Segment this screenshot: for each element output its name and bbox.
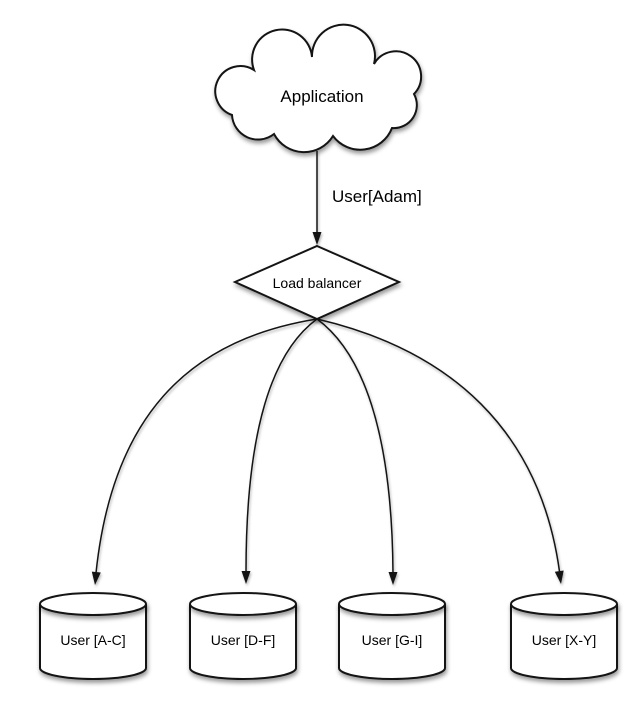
route-edge-shard-1 bbox=[91, 318, 318, 585]
arrowhead-icon bbox=[388, 572, 398, 585]
cylinder-top bbox=[39, 592, 147, 616]
route-edge-shard-2 bbox=[241, 318, 318, 584]
shard-label: User [G-I] bbox=[362, 632, 423, 648]
cylinder-shape bbox=[338, 604, 446, 680]
arrowhead-icon bbox=[91, 571, 101, 585]
shard-label: User [D-F] bbox=[211, 632, 276, 648]
route-edge-line bbox=[316, 318, 394, 574]
cylinder-top bbox=[510, 592, 618, 616]
cylinder-shape bbox=[39, 604, 147, 680]
route-edge-line bbox=[245, 318, 318, 573]
route-edge-line bbox=[316, 318, 561, 572]
load-balancer-node: Load balancer bbox=[232, 244, 402, 321]
cylinder-top bbox=[189, 592, 297, 616]
shard-label: User [A-C] bbox=[60, 632, 125, 648]
arrowhead-icon bbox=[312, 232, 322, 245]
arrowhead-icon bbox=[241, 571, 251, 584]
cloud-shape bbox=[214, 23, 423, 154]
route-edge-shard-3 bbox=[316, 318, 398, 585]
cylinder-shape bbox=[510, 604, 618, 680]
application-node: Application bbox=[214, 23, 423, 154]
shard-node-2: User [D-F] bbox=[189, 592, 297, 680]
shard-node-3: User [G-I] bbox=[338, 592, 446, 680]
request-edge-label: User[Adam] bbox=[332, 187, 422, 206]
cylinder-top bbox=[338, 592, 446, 616]
cylinder-shape bbox=[189, 604, 297, 680]
arrowhead-icon bbox=[554, 570, 564, 584]
route-edge-line bbox=[95, 318, 318, 574]
route-edge-shard-4 bbox=[316, 318, 564, 584]
application-label: Application bbox=[280, 87, 363, 106]
shard-label: User [X-Y] bbox=[532, 632, 597, 648]
load-balancer-label: Load balancer bbox=[273, 275, 362, 291]
request-edge: User[Adam] bbox=[312, 151, 422, 245]
shard-node-1: User [A-C] bbox=[39, 592, 147, 680]
shard-node-4: User [X-Y] bbox=[510, 592, 618, 680]
